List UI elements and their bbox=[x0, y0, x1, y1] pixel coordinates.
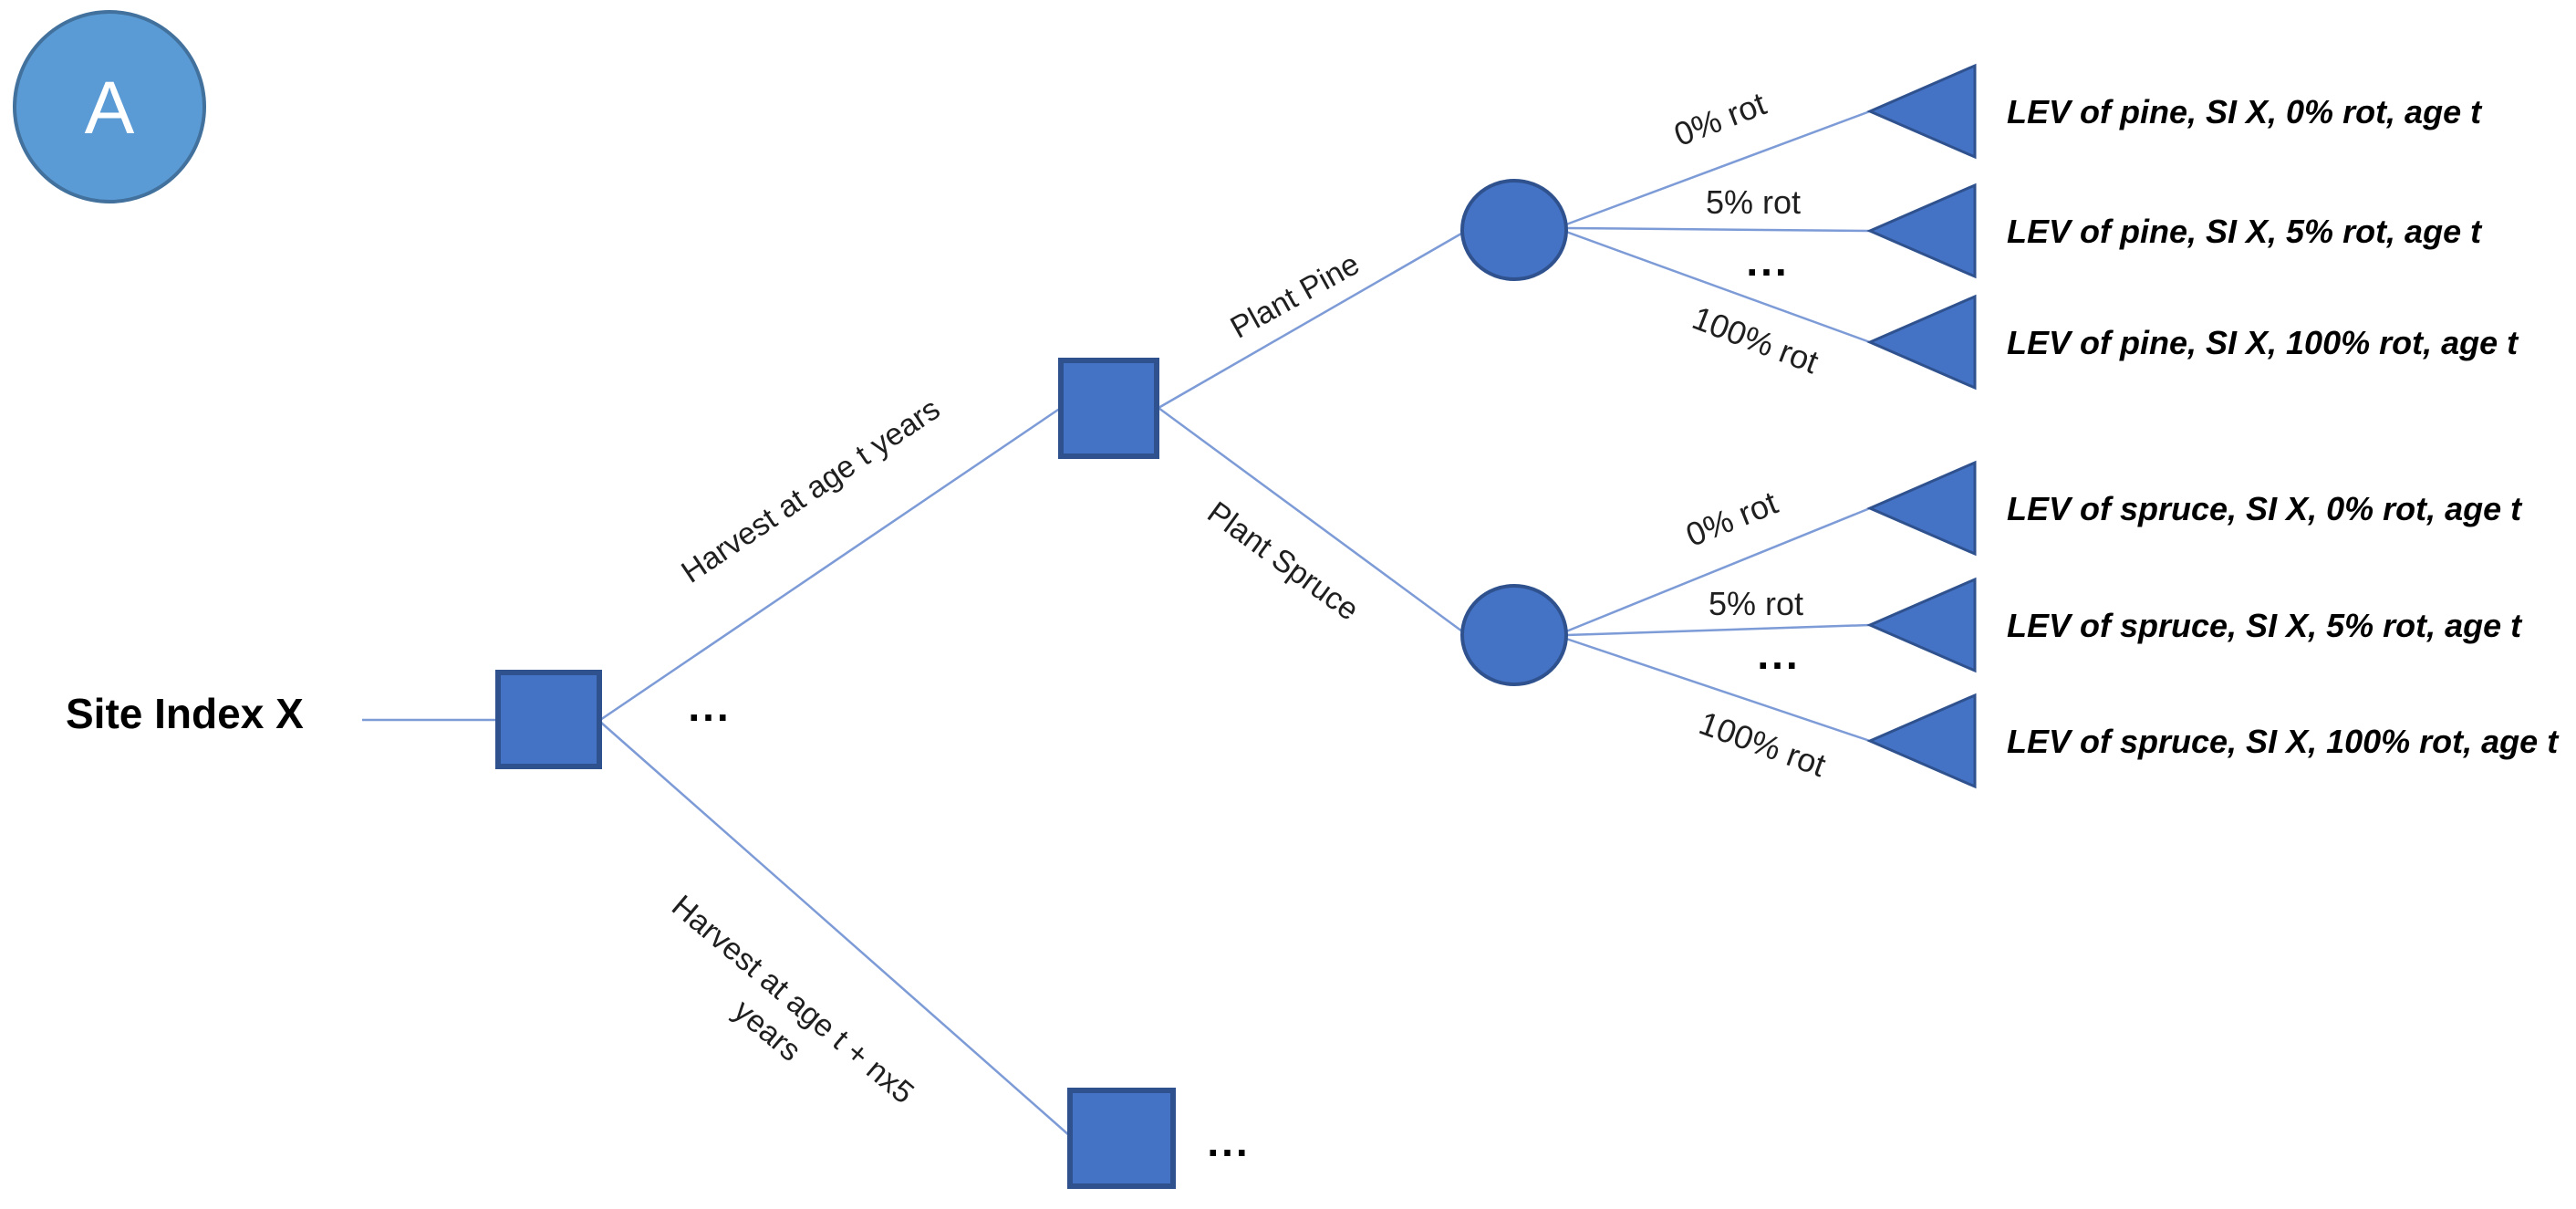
outcome-label-pine-100rot: LEV of pine, SI X, 100% rot, age t bbox=[2007, 324, 2519, 361]
spruce-terminal-node-5rot bbox=[1866, 577, 1977, 673]
branch-line-spruce-rot0 bbox=[1565, 506, 1871, 633]
root-decision-node bbox=[495, 670, 602, 769]
spruce-chance-node bbox=[1460, 584, 1568, 686]
branch-label-spruce-rot0: 0% rot bbox=[1680, 484, 1782, 554]
branch-label-pine-rot5: 5% rot bbox=[1706, 183, 1801, 221]
branch-line-pine-rot5 bbox=[1565, 226, 1871, 233]
panel-label-circle bbox=[13, 10, 206, 203]
ellipsis-root: ... bbox=[688, 683, 731, 730]
outcome-label-pine-0rot: LEV of pine, SI X, 0% rot, age t bbox=[2007, 93, 2483, 130]
branch-line-harvest-t bbox=[599, 406, 1062, 722]
branch-labels: Harvest at age t years Harvest at age t … bbox=[665, 85, 1831, 1111]
outcome-label-spruce-0rot: LEV of spruce, SI X, 0% rot, age t bbox=[2007, 490, 2523, 527]
spruce-terminal-node-0rot bbox=[1866, 460, 1977, 557]
pine-terminal-node-100rot bbox=[1866, 294, 1977, 391]
branch-label-spruce-rot100: 100% rot bbox=[1695, 704, 1831, 784]
branch-line-spruce-rot100 bbox=[1565, 637, 1871, 743]
branch-label-spruce-rot5: 5% rot bbox=[1709, 585, 1803, 622]
branch-label-pine-rot100: 100% rot bbox=[1688, 298, 1823, 380]
branch-line-plant-pine bbox=[1158, 232, 1462, 410]
pine-terminal-node-0rot bbox=[1866, 63, 1977, 160]
pine-chance-node bbox=[1460, 179, 1568, 281]
future-decision-node bbox=[1067, 1088, 1176, 1189]
stage2-decision-node bbox=[1058, 358, 1159, 459]
spruce-terminal-node-100rot bbox=[1866, 693, 1977, 789]
branch-line-spruce-rot5 bbox=[1565, 623, 1871, 637]
connector-lines bbox=[362, 109, 1871, 1137]
branch-label-pine-rot0: 0% rot bbox=[1669, 85, 1771, 154]
ellipsis-spruce-rot: ... bbox=[1757, 631, 1800, 678]
outcome-label-pine-5rot: LEV of pine, SI X, 5% rot, age t bbox=[2007, 213, 2483, 250]
outcome-label-spruce-100rot: LEV of spruce, SI X, 100% rot, age t bbox=[2007, 723, 2560, 760]
branch-line-pine-rot0 bbox=[1565, 109, 1871, 226]
branch-line-harvest-later bbox=[599, 721, 1071, 1137]
branch-line-pine-rot100 bbox=[1565, 230, 1871, 344]
branch-label-harvest-t: Harvest at age t years bbox=[675, 391, 946, 589]
tree-nodes bbox=[495, 63, 1977, 1189]
outcome-label-spruce-5rot: LEV of spruce, SI X, 5% rot, age t bbox=[2007, 607, 2523, 644]
panel-label-letter: A bbox=[85, 67, 135, 150]
ellipsis-future-node: ... bbox=[1207, 1118, 1250, 1165]
ellipsis-pine-rot: ... bbox=[1746, 237, 1789, 285]
pine-terminal-node-5rot bbox=[1866, 182, 1977, 279]
branch-label-harvest-later-line1: Harvest at age t + nx5 bbox=[665, 889, 920, 1111]
root-node-label: Site Index X bbox=[66, 690, 304, 737]
branch-line-plant-spruce bbox=[1158, 406, 1463, 633]
outcome-labels: LEV of pine, SI X, 0% rot, age t LEV of … bbox=[2007, 93, 2560, 760]
ellipsis-marks: ... ... ... ... bbox=[688, 237, 1800, 1165]
branch-label-plant-spruce: Plant Spruce bbox=[1201, 495, 1366, 628]
